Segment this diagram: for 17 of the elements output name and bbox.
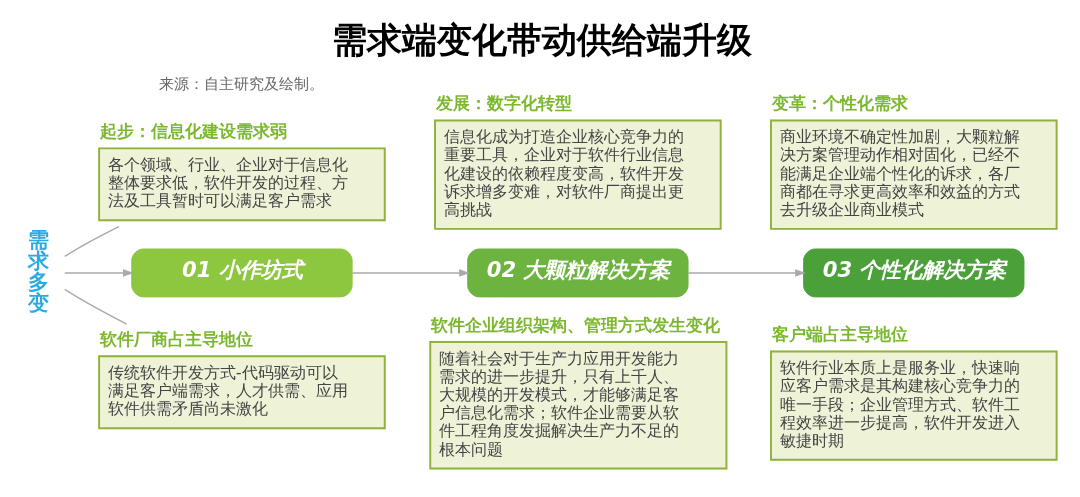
connector	[64, 225, 120, 258]
node-label: 起步：信息化建设需求弱	[100, 121, 288, 142]
node-label: 软件厂商占主导地位	[100, 329, 254, 350]
node-label: 发展：数字化转型	[436, 93, 573, 114]
node-label: 变革：个性化需求	[771, 93, 908, 114]
node-box: 01 小作坊式	[131, 248, 353, 298]
diagram-title: 需求端变化带动供给端升级	[332, 20, 753, 61]
node-box: 02 大颗粒解决方案	[467, 248, 689, 298]
node-box: 03 个性化解决方案	[803, 248, 1025, 298]
label: 来源：自主研究及绘制。	[159, 74, 325, 93]
node-label: 软件企业组织架构、管理方式发生变化	[431, 314, 721, 335]
node-text: 需求多变	[28, 226, 50, 315]
arrow	[687, 269, 806, 277]
arrow	[351, 269, 470, 277]
arrow	[64, 269, 134, 277]
connector	[64, 288, 128, 325]
node-label: 客户端占主导地位	[771, 324, 908, 345]
